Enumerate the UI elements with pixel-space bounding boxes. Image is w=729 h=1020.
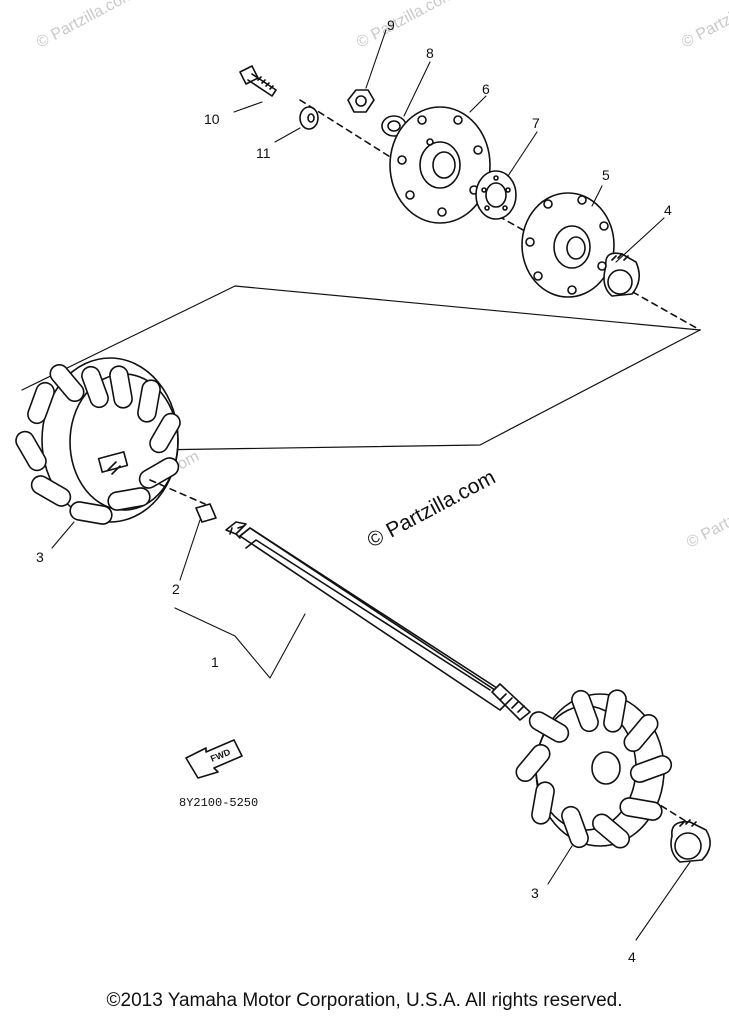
callout-4: 4 bbox=[664, 202, 672, 218]
clip bbox=[603, 252, 640, 297]
watermark-faint: © Partzilla.com bbox=[354, 0, 457, 52]
clip bbox=[670, 819, 711, 863]
watermark-faint: © Partzilla.com bbox=[34, 0, 137, 52]
watermark-faint: © Partzilla.com bbox=[679, 0, 729, 52]
callout-11: 11 bbox=[256, 145, 271, 161]
nut bbox=[347, 89, 375, 113]
callout-4: 4 bbox=[628, 949, 636, 965]
callout-3: 3 bbox=[36, 549, 44, 565]
callout-2: 2 bbox=[172, 581, 180, 597]
callout-9: 9 bbox=[387, 17, 395, 33]
bearing-flange-outer bbox=[389, 106, 491, 224]
watermark-faint: © Partzilla.com bbox=[684, 486, 729, 552]
callout-3: 3 bbox=[531, 885, 539, 901]
callout-6: 6 bbox=[482, 81, 490, 97]
fwd-arrow-icon bbox=[185, 739, 243, 779]
reference-outline bbox=[21, 285, 701, 451]
washer bbox=[299, 106, 319, 130]
callout-7: 7 bbox=[532, 115, 540, 131]
callout-5: 5 bbox=[602, 167, 610, 183]
callout-numbers: 1 2 3 3 4 4 5 6 7 8 9 10 11 bbox=[36, 17, 672, 965]
leader-lines bbox=[51, 29, 691, 941]
callout-10: 10 bbox=[204, 111, 220, 127]
reference-code: 8Y2100-5250 bbox=[179, 796, 258, 810]
copyright-notice: ©2013 Yamaha Motor Corporation, U.S.A. A… bbox=[106, 990, 623, 1011]
bearing-flange-inner bbox=[521, 192, 615, 298]
drive-shaft bbox=[225, 521, 531, 721]
watermark-main: © Partzilla.com bbox=[364, 466, 500, 553]
shaft-axis-left bbox=[149, 479, 206, 505]
callout-1: 1 bbox=[211, 654, 219, 670]
bolt bbox=[239, 65, 277, 97]
bearing bbox=[475, 170, 517, 220]
sprocket-left bbox=[15, 357, 181, 525]
callout-8: 8 bbox=[426, 45, 434, 61]
sprocket-right bbox=[515, 689, 673, 849]
key bbox=[195, 503, 217, 523]
